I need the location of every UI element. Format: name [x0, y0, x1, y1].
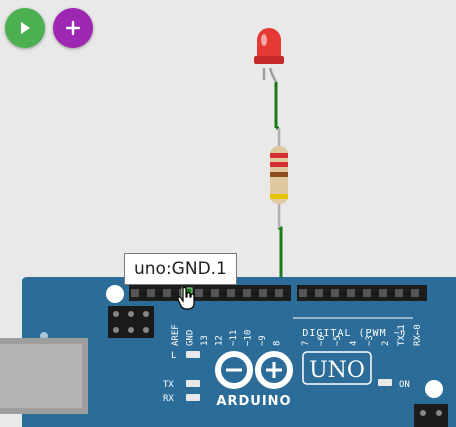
- digital-label: DIGITAL (PWM ~): [302, 328, 407, 339]
- pin-label: ~10: [244, 330, 254, 346]
- pin-label: TX→1: [397, 324, 407, 346]
- red-led[interactable]: [254, 28, 284, 83]
- l-led-label: L: [171, 351, 176, 361]
- pin-label: AREF: [171, 324, 181, 346]
- arduino-wordmark: ARDUINO: [216, 394, 291, 409]
- pin-labels: AREF GND 13 12 ~11 ~10 ~9 8 7 ~6 ~5 4 ~3 2 TX→1 RX←0: [171, 324, 423, 346]
- pin-label: ~3: [365, 335, 375, 346]
- start-simulation-button[interactable]: [5, 8, 45, 48]
- pin-tooltip: uno:GND.1: [124, 253, 237, 285]
- uno-badge: [302, 351, 372, 385]
- resistor[interactable]: [270, 128, 288, 228]
- pin-label: GND: [186, 330, 196, 346]
- pin-label: 13: [200, 335, 210, 346]
- pin-label: ~5: [333, 335, 343, 346]
- rx-led: [186, 394, 200, 401]
- header-pin[interactable]: [227, 289, 235, 297]
- pin-label: 4: [349, 341, 359, 346]
- header-pin[interactable]: [275, 289, 283, 297]
- header-pin[interactable]: [163, 289, 171, 297]
- header-pin[interactable]: [331, 289, 339, 297]
- header-pin[interactable]: [131, 289, 139, 297]
- arduino-logo: [215, 351, 293, 389]
- play-icon: [21, 22, 30, 34]
- header-pin[interactable]: [363, 289, 371, 297]
- header-pin[interactable]: [195, 289, 203, 297]
- header-pin[interactable]: [243, 289, 251, 297]
- header-pin[interactable]: [211, 289, 219, 297]
- wire-led-resistor[interactable]: [274, 82, 279, 130]
- pin-label: 2: [381, 341, 391, 346]
- l-led: [186, 351, 200, 358]
- header-pin[interactable]: [395, 289, 403, 297]
- tx-led-label: TX: [163, 380, 174, 390]
- on-label: ON: [399, 380, 410, 390]
- pin-label: RX←0: [413, 324, 423, 346]
- icsp-header[interactable]: [108, 306, 154, 338]
- digital-header-right[interactable]: [297, 285, 427, 301]
- pin-label: ~9: [258, 335, 268, 346]
- header-pin[interactable]: [147, 289, 155, 297]
- uno-model-label: UNO: [309, 358, 365, 383]
- rx-led-label: RX: [163, 394, 174, 404]
- power-led: [378, 379, 392, 386]
- header-pin[interactable]: [411, 289, 419, 297]
- pin-label: 8: [273, 341, 283, 346]
- header-pin[interactable]: [347, 289, 355, 297]
- pin-label: 7: [301, 341, 311, 346]
- plus-icon: [65, 20, 81, 36]
- bottom-right-header[interactable]: [414, 404, 448, 427]
- tx-led: [186, 380, 200, 387]
- pin-label: ~6: [317, 335, 327, 346]
- add-part-button[interactable]: [53, 8, 93, 48]
- hand-cursor-icon: [177, 287, 195, 310]
- header-pin[interactable]: [259, 289, 267, 297]
- mounting-hole: [425, 380, 443, 398]
- header-pin[interactable]: [299, 289, 307, 297]
- pin-label: 12: [215, 335, 225, 346]
- pin-label: ~11: [229, 330, 239, 346]
- arduino-uno-board[interactable]: AREF GND 13 12 ~11 ~10 ~9 8 7 ~6 ~5 4 ~3 2 TX→1 RX←0 DI…: [0, 277, 456, 427]
- header-pin[interactable]: [379, 289, 387, 297]
- header-pin[interactable]: [315, 289, 323, 297]
- mounting-hole: [106, 285, 124, 303]
